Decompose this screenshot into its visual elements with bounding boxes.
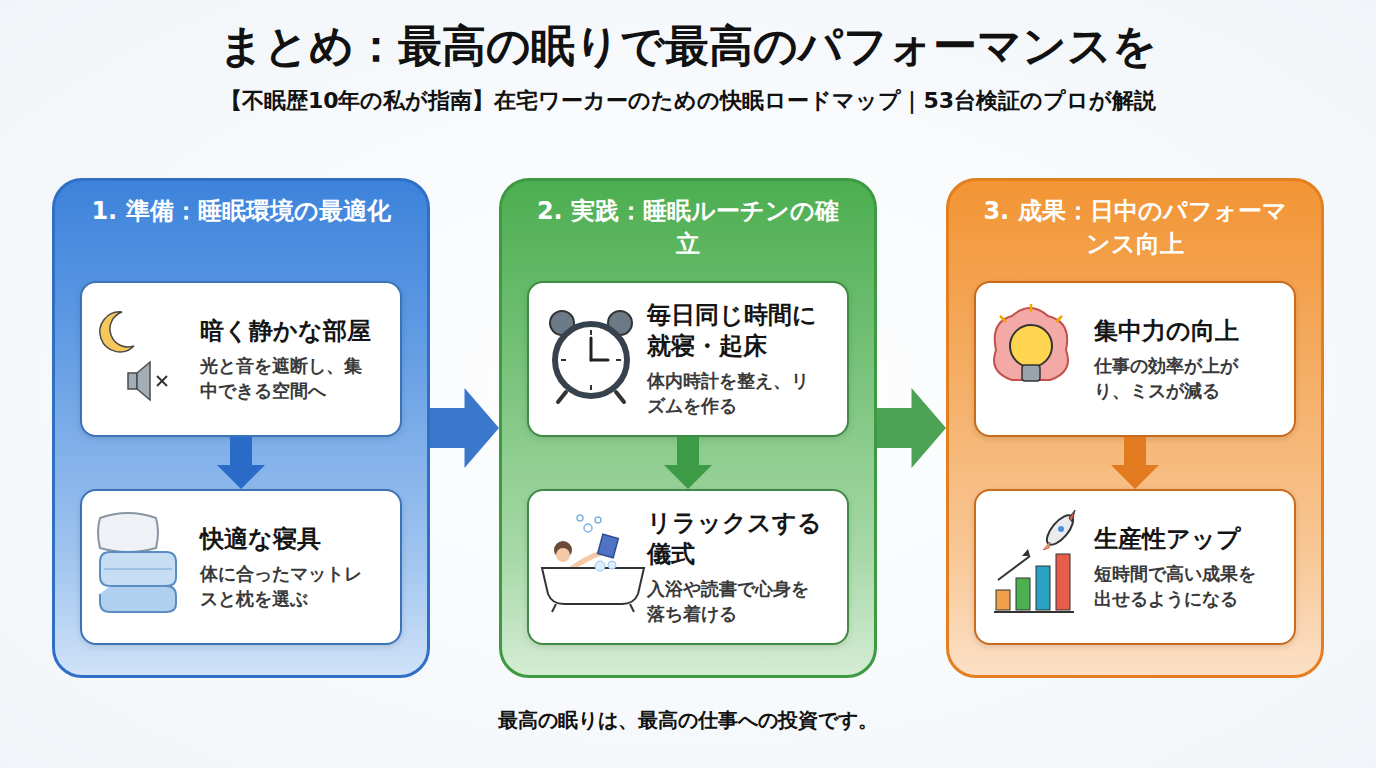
card-text-column: 暗く静かな部屋光と音を遮断し、集中できる空間へ bbox=[200, 283, 392, 435]
card-heading: リラックスする儀式 bbox=[647, 508, 825, 570]
info-card: 快適な寝具体に合ったマットレスと枕を選ぶ bbox=[80, 489, 402, 645]
card-heading: 集中力の向上 bbox=[1094, 316, 1272, 347]
card-body: 入浴や読書で心身を落ち着ける bbox=[647, 576, 819, 626]
card-heading: 暗く静かな部屋 bbox=[200, 316, 378, 347]
stage-panel: 1. 準備：睡眠環境の最適化暗く静かな部屋光と音を遮断し、集中できる空間へ快適な… bbox=[52, 178, 430, 678]
block-arrow bbox=[1111, 437, 1159, 489]
card-heading: 毎日同じ時間に就寝・起床 bbox=[647, 300, 825, 362]
panel-heading: 3. 成果：日中のパフォーマンス向上 bbox=[949, 195, 1321, 261]
stage-panel: 2. 実践：睡眠ルーチンの確立毎日同じ時間に就寝・起床体内時計を整え、リズムを作… bbox=[499, 178, 877, 678]
card-body: 仕事の効率が上がり、ミスが減る bbox=[1094, 353, 1266, 403]
panel-heading: 1. 準備：睡眠環境の最適化 bbox=[55, 195, 427, 228]
card-text-column: 毎日同じ時間に就寝・起床体内時計を整え、リズムを作る bbox=[647, 283, 839, 435]
card-text-column: リラックスする儀式入浴や読書で心身を落ち着ける bbox=[647, 491, 839, 643]
block-arrow bbox=[217, 437, 265, 489]
caption: 最高の眠りは、最高の仕事への投資です。 bbox=[0, 706, 1376, 734]
card-text-column: 快適な寝具体に合ったマットレスと枕を選ぶ bbox=[200, 491, 392, 643]
info-card: 生産性アップ短時間で高い成果を出せるようになる bbox=[974, 489, 1296, 645]
subtitle: 【不眠歴10年の私が指南】在宅ワーカーのための快眠ロードマップ｜53台検証のプロ… bbox=[0, 86, 1376, 116]
card-heading: 生産性アップ bbox=[1094, 524, 1272, 555]
page-title: まとめ：最高の眠りで最高のパフォーマンスを bbox=[0, 20, 1376, 72]
card-text-column: 生産性アップ短時間で高い成果を出せるようになる bbox=[1094, 491, 1286, 643]
info-card: 暗く静かな部屋光と音を遮断し、集中できる空間へ bbox=[80, 281, 402, 437]
card-text-column: 集中力の向上仕事の効率が上がり、ミスが減る bbox=[1094, 283, 1286, 435]
stage-panel: 3. 成果：日中のパフォーマンス向上集中力の向上仕事の効率が上がり、ミスが減る生… bbox=[946, 178, 1324, 678]
card-body: 体に合ったマットレスと枕を選ぶ bbox=[200, 561, 372, 611]
panel-heading: 2. 実践：睡眠ルーチンの確立 bbox=[502, 195, 874, 261]
block-arrow bbox=[877, 388, 946, 468]
block-arrow bbox=[430, 388, 499, 468]
card-body: 短時間で高い成果を出せるようになる bbox=[1094, 561, 1266, 611]
info-card: 毎日同じ時間に就寝・起床体内時計を整え、リズムを作る bbox=[527, 281, 849, 437]
card-heading: 快適な寝具 bbox=[200, 524, 378, 555]
block-arrow bbox=[664, 437, 712, 489]
card-body: 光と音を遮断し、集中できる空間へ bbox=[200, 353, 372, 403]
card-body: 体内時計を整え、リズムを作る bbox=[647, 368, 819, 418]
info-card: リラックスする儀式入浴や読書で心身を落ち着ける bbox=[527, 489, 849, 645]
info-card: 集中力の向上仕事の効率が上がり、ミスが減る bbox=[974, 281, 1296, 437]
